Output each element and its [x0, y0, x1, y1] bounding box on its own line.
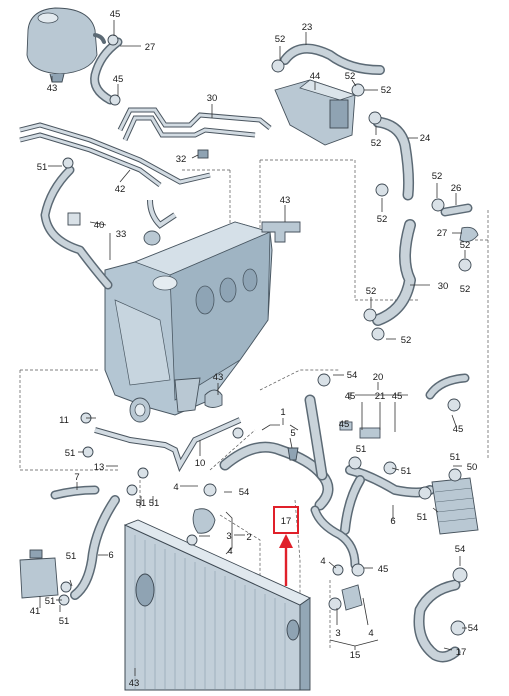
callout-2: 2: [246, 532, 251, 543]
callout-51: 51: [66, 551, 77, 562]
callout-32: 33: [116, 229, 127, 240]
callout-51: 51: [136, 498, 147, 509]
callout-24: 30: [438, 281, 449, 292]
callout-52: 52: [275, 34, 286, 45]
callout-17-pair: 20: [373, 372, 384, 383]
callout-3: 3: [226, 531, 231, 542]
callout-15: 15: [350, 650, 361, 661]
callout-22: 26: [451, 183, 462, 194]
callout-26: 30: [207, 93, 218, 104]
callout-51: 51: [356, 444, 367, 455]
callout-11: 11: [59, 415, 69, 426]
callout-50: 45: [392, 391, 403, 402]
highlight-arrow-head: [279, 534, 293, 548]
callout-1: 1: [280, 407, 285, 418]
callout-50: 45: [110, 9, 121, 20]
callout-42: 43: [47, 83, 58, 94]
clamps: [58, 34, 472, 636]
callout-52: 52: [381, 85, 392, 96]
callout-17: 17: [281, 516, 292, 527]
callout-30: 27: [145, 42, 156, 53]
callout-52: 52: [432, 171, 443, 182]
callout-51: 51: [59, 616, 70, 627]
callout-52: 52: [345, 71, 356, 82]
callout-51: 51: [450, 452, 461, 463]
callout-51: 51: [417, 512, 428, 523]
callout-4: 4: [173, 482, 178, 493]
callout-52: 52: [371, 138, 382, 149]
callout-13: 13: [94, 462, 105, 473]
callout-33: 40: [94, 220, 105, 231]
callout-52: 52: [377, 214, 388, 225]
callout-42: 43: [280, 195, 291, 206]
callout-40: 41: [30, 606, 41, 617]
callout-5: 5: [290, 428, 295, 439]
callout-52: 52: [366, 286, 377, 297]
callout-23: 27: [437, 228, 448, 239]
callout-50: 45: [345, 391, 356, 402]
callout-20: 24: [420, 133, 431, 144]
reservoir-40: [19, 549, 59, 599]
callout-50: 45: [378, 564, 389, 575]
leader-lines: [39, 20, 467, 676]
callout-labels: 45 27 45 43 23 52 44 52 52 30 52 24 32 5…: [30, 9, 479, 689]
highlighted-callout-17: 17: [273, 506, 299, 586]
highlight-box: [273, 506, 299, 534]
callout-19: 21: [375, 391, 386, 402]
callout-10: 10: [195, 458, 206, 469]
callout-27: 32: [176, 154, 187, 165]
callout-43: 42: [115, 184, 126, 195]
guide-lines: [19, 159, 489, 650]
callout-3: 3: [335, 628, 340, 639]
callout-41: 43: [213, 372, 224, 383]
callout-7: 7: [74, 472, 79, 483]
callout-50: 45: [339, 419, 350, 430]
callout-6: 6: [108, 550, 113, 561]
callout-54: 54: [468, 623, 479, 634]
pipes: [19, 107, 272, 473]
callout-16: 17: [456, 647, 467, 658]
callout-4: 4: [227, 546, 232, 557]
callout-52: 52: [460, 240, 471, 251]
callout-51: 51: [37, 162, 48, 173]
callout-4: 4: [368, 628, 373, 639]
callout-51: 51: [45, 596, 56, 607]
callout-42: 43: [129, 678, 140, 689]
callout-50: 45: [113, 74, 124, 85]
callout-54: 54: [455, 544, 466, 555]
components: [67, 79, 479, 611]
callout-52: 52: [401, 335, 412, 346]
callout-54: 54: [239, 487, 250, 498]
callout-54: 54: [347, 370, 358, 381]
callout-21: 23: [302, 22, 313, 33]
callout-52: 52: [460, 284, 471, 295]
callout-8: 6: [390, 516, 395, 527]
callout-44: 44: [310, 71, 321, 82]
callout-45: 50: [467, 462, 478, 473]
callout-50: 45: [453, 424, 464, 435]
callout-51: 51: [65, 448, 76, 459]
callout-51: 51: [401, 466, 412, 477]
callout-51: 51: [149, 498, 160, 509]
callout-4: 4: [320, 556, 325, 567]
expansion-tank: [26, 7, 106, 83]
radiator: [123, 519, 311, 691]
engine-block: [104, 221, 273, 423]
